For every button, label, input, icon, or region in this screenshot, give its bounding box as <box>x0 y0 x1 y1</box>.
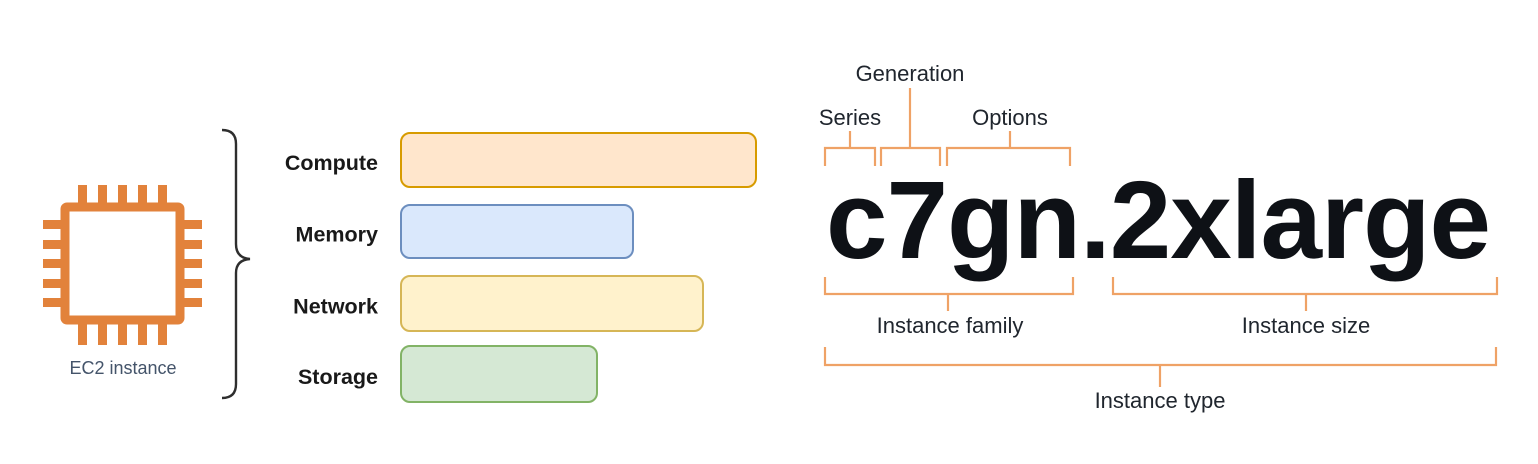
instance-type-name: c7gn.2xlarge <box>826 159 1490 282</box>
options-label: Options <box>972 105 1048 130</box>
ec2-resources-diagram: EC2 instance Compute Memory Network Stor… <box>43 128 757 403</box>
memory-bar <box>400 204 634 259</box>
resource-label-network: Network <box>293 295 378 319</box>
resource-label-storage: Storage <box>298 365 378 389</box>
generation-bracket <box>879 146 942 166</box>
compute-bar <box>400 132 757 188</box>
chip-body <box>60 202 185 325</box>
instance-size-label: Instance size <box>1242 313 1370 338</box>
options-bracket <box>945 146 1072 166</box>
curly-brace <box>221 128 251 400</box>
resource-label-memory: Memory <box>296 223 378 247</box>
series-label: Series <box>819 105 881 130</box>
storage-bar <box>400 345 598 403</box>
ec2-instance-label: EC2 instance <box>69 358 176 378</box>
instance-type-label: Instance type <box>1095 388 1226 413</box>
network-bar <box>400 275 704 332</box>
ec2-instance-icon <box>43 185 202 345</box>
resource-label-compute: Compute <box>285 151 378 175</box>
instance-family-label: Instance family <box>877 313 1024 338</box>
generation-label: Generation <box>856 61 965 86</box>
instance-type-bracket <box>823 347 1498 367</box>
instance-type-naming-diagram: Generation Series Options c7gn.2xlarge <box>819 61 1499 413</box>
series-bracket <box>823 146 877 166</box>
